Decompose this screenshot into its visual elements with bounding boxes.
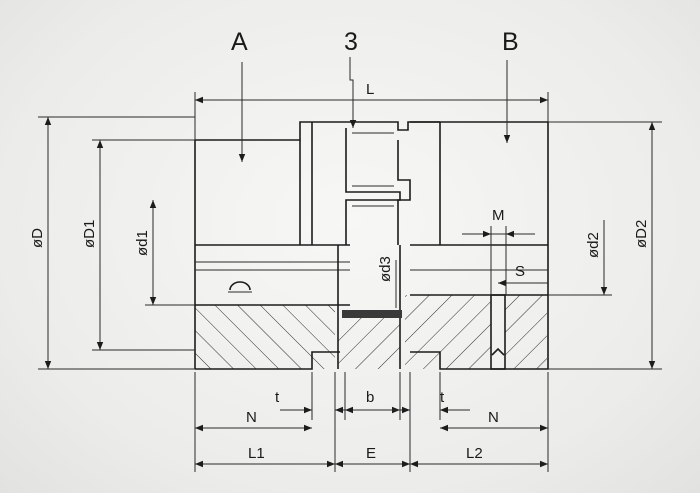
hub-b-section	[405, 295, 491, 369]
jaw-section	[338, 318, 400, 369]
elastomer-spider	[342, 310, 402, 318]
label-od2-outer: øD2	[633, 220, 650, 248]
leader-arrows	[238, 57, 511, 162]
label-b: B	[502, 28, 519, 56]
spider-jaws	[337, 121, 440, 369]
dimensions	[38, 92, 662, 472]
arrow-3	[349, 57, 357, 128]
label-l: L	[366, 81, 374, 98]
label-b-dim: b	[366, 389, 374, 406]
label-l2: L2	[466, 445, 483, 462]
label-s: S	[515, 263, 525, 280]
label-a: A	[231, 28, 248, 56]
label-od1: øD1	[81, 220, 98, 248]
hub-a	[194, 121, 350, 370]
label-od: øD	[29, 228, 46, 248]
hub-b	[410, 121, 549, 370]
hub-b-section-right	[505, 295, 547, 369]
label-t-left: t	[275, 389, 280, 406]
label-3: 3	[344, 28, 358, 56]
hub-a-section	[195, 305, 335, 369]
label-od2: ød2	[585, 232, 602, 258]
label-e: E	[366, 445, 376, 462]
labels: A 3 B L øD øD1 ød1 ød3 M ød2 øD2 S N t b…	[29, 28, 650, 462]
label-n-left: N	[246, 409, 257, 426]
label-t-right: t	[440, 389, 445, 406]
label-od3: ød3	[377, 256, 394, 282]
label-od1-bore: ød1	[134, 230, 151, 256]
label-l1: L1	[248, 445, 265, 462]
set-screw-b	[490, 294, 506, 370]
set-screw-a	[229, 281, 251, 291]
label-m: M	[492, 207, 505, 224]
label-n-right: N	[488, 409, 499, 426]
section-hatching	[195, 295, 547, 369]
